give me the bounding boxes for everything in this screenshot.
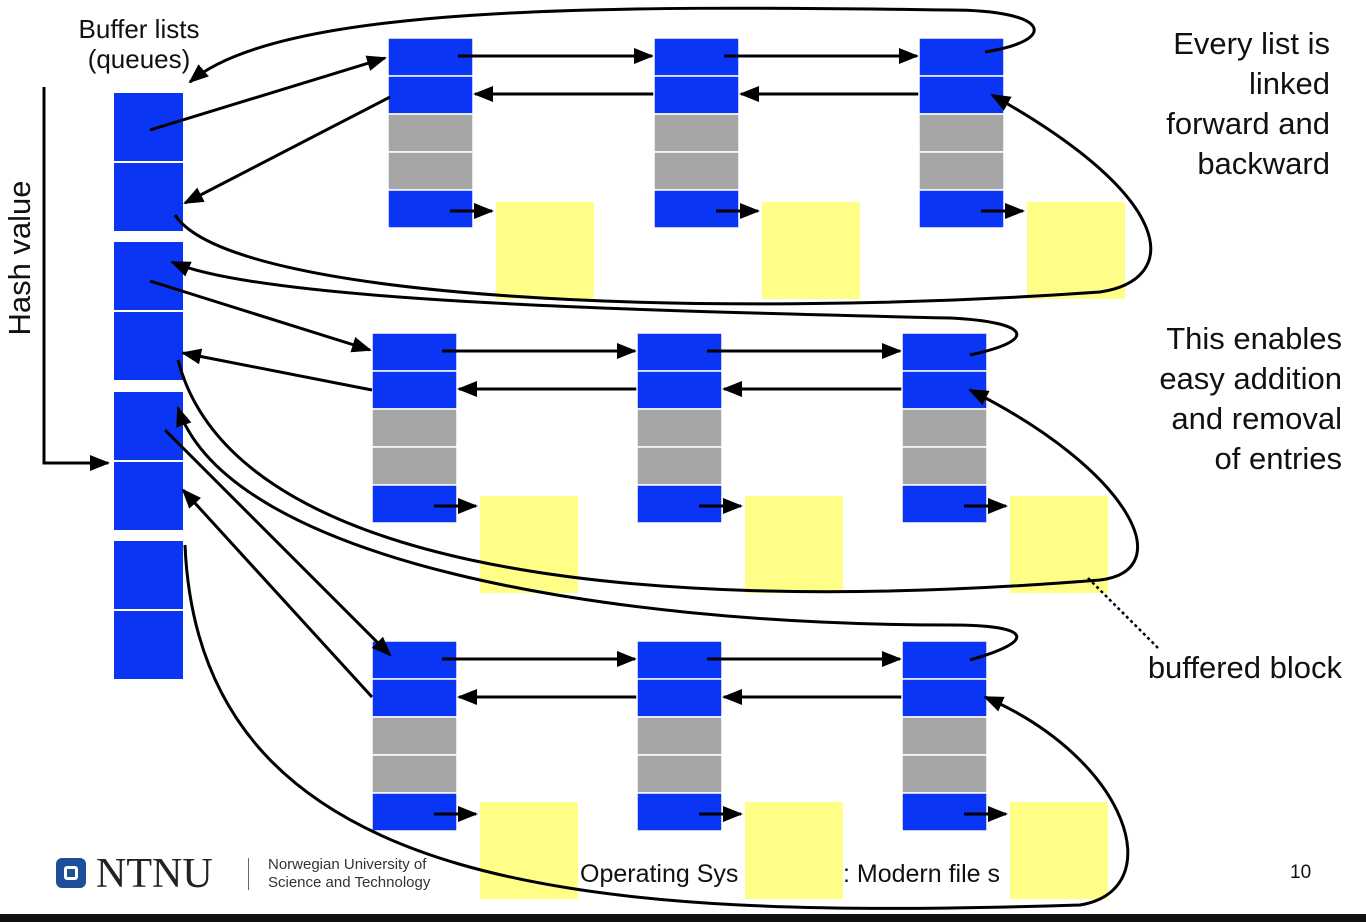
node-cell: [371, 754, 458, 794]
buffer-node: [371, 640, 645, 899]
buffered-block-annotation: buffered block: [1147, 650, 1342, 685]
page-number: 10: [1290, 862, 1312, 883]
buffer-node: [653, 37, 927, 299]
bottom-border: [0, 914, 1366, 922]
course-title: Operating Sys: [580, 860, 739, 888]
hash-bucket: [112, 609, 185, 681]
node-cell: [901, 332, 988, 372]
node-cell: [918, 151, 1005, 191]
node-cell: [636, 446, 723, 486]
node-cell: [901, 446, 988, 486]
annotation-line: of entries: [1214, 441, 1342, 476]
annotation-line: easy addition: [1159, 361, 1342, 396]
node-cell: [901, 370, 988, 410]
node-cell: [636, 678, 723, 718]
label-line: (queues): [87, 44, 191, 74]
ntnu-logo-icon: [56, 858, 86, 888]
buffered-block: [480, 496, 578, 593]
node-cell: [636, 792, 723, 832]
node-cell: [636, 716, 723, 756]
node-cell: [371, 678, 458, 718]
node-cell: [653, 75, 740, 115]
hash-value-label: Hash value: [2, 180, 37, 336]
node-cell: [371, 716, 458, 756]
node-cell: [636, 408, 723, 448]
node-cell: [387, 189, 474, 229]
footer-divider: [248, 858, 249, 890]
buffered-block: [745, 802, 843, 899]
buffered-block: [762, 202, 860, 299]
enables-annotation: This enables easy addition and removal o…: [1159, 319, 1342, 479]
annotation-line: This enables: [1166, 321, 1342, 356]
university-line: Norwegian University of: [268, 856, 427, 873]
node-cell: [636, 754, 723, 794]
node-cell: [901, 792, 988, 832]
pointer-arrows: [149, 6, 1159, 910]
label-line: Buffer lists: [78, 14, 200, 44]
hash-axis-arrow: [42, 87, 110, 471]
buffer-node: [636, 640, 910, 899]
annotation-line: and removal: [1171, 401, 1342, 436]
node-cell: [636, 370, 723, 410]
buffer-lists-label: Buffer lists (queues): [58, 14, 220, 74]
node-cell: [387, 151, 474, 191]
hash-bucket: [112, 161, 185, 233]
node-cell: [901, 716, 988, 756]
node-cell: [371, 792, 458, 832]
buffered-block: [745, 496, 843, 593]
hash-bucket: [112, 390, 185, 462]
buffer-node: [636, 332, 910, 593]
annotation-line: backward: [1197, 146, 1330, 181]
buffer-node: [918, 37, 1125, 299]
buffered-block: [1027, 202, 1125, 299]
buffer-node: [371, 332, 645, 593]
hash-bucket: [112, 460, 185, 532]
node-cell: [901, 678, 988, 718]
buffer-node: [387, 37, 662, 299]
buffer-node: [901, 332, 1108, 593]
hash-table: [112, 91, 185, 681]
ntnu-logo-text: NTNU: [96, 851, 213, 897]
hash-bucket: [112, 539, 185, 611]
node-cell: [653, 113, 740, 153]
node-cell: [901, 754, 988, 794]
node-cell: [636, 484, 723, 524]
university-line: Science and Technology: [268, 874, 431, 891]
node-cell: [901, 484, 988, 524]
buffer-nodes: [371, 37, 1125, 899]
node-cell: [371, 370, 458, 410]
node-cell: [918, 75, 1005, 115]
course-title-tail: : Modern file s: [843, 860, 1001, 888]
node-cell: [901, 408, 988, 448]
node-cell: [918, 113, 1005, 153]
hash-bucket: [112, 91, 185, 163]
buffered-block: [1010, 496, 1108, 593]
linked-annotation: Every list is linked forward and backwar…: [1166, 24, 1330, 184]
node-cell: [918, 37, 1005, 77]
buffered-block: [480, 802, 578, 899]
buffered-block: [496, 202, 594, 299]
node-cell: [387, 113, 474, 153]
node-cell: [918, 189, 1005, 229]
hash-bucket: [112, 240, 185, 312]
buffered-block: [1010, 802, 1108, 899]
node-cell: [653, 151, 740, 191]
university-name: Norwegian University of Science and Tech…: [268, 856, 430, 892]
buffer-node: [901, 640, 1108, 899]
annotation-line: linked: [1249, 66, 1330, 101]
annotation-line: forward and: [1166, 106, 1330, 141]
node-cell: [371, 484, 458, 524]
node-cell: [387, 75, 474, 115]
annotation-line: Every list is: [1173, 26, 1330, 61]
hash-bucket: [112, 310, 185, 382]
node-cell: [371, 408, 458, 448]
node-cell: [653, 189, 740, 229]
node-cell: [371, 446, 458, 486]
